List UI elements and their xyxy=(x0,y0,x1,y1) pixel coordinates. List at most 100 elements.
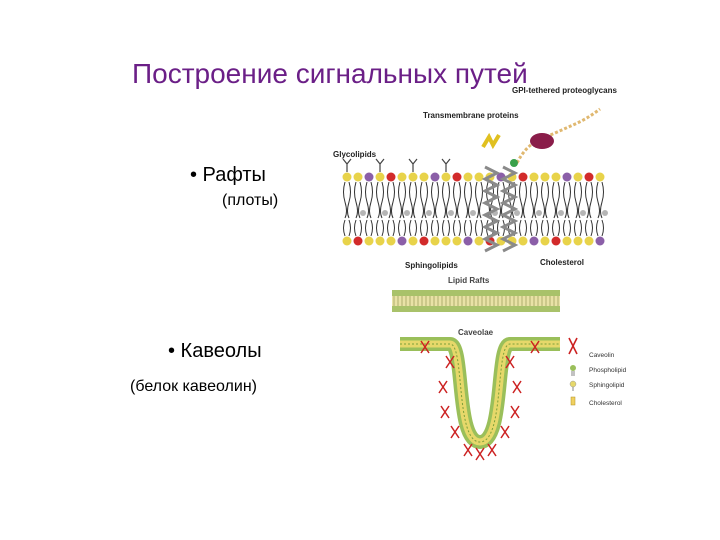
lipid-head xyxy=(353,172,363,182)
caveolin-icon xyxy=(568,337,578,355)
lipid-head xyxy=(562,172,572,182)
lipid-tail xyxy=(409,181,417,219)
lipid-head xyxy=(419,236,429,246)
lipid-tail xyxy=(519,181,527,219)
lipid-tail xyxy=(563,181,571,219)
legend-cholesterol: Cholesterol xyxy=(589,400,622,407)
lipid-head xyxy=(595,236,605,246)
bilayer-lipids xyxy=(342,158,608,246)
cholesterol-mark xyxy=(470,210,476,216)
cholesterol-mark xyxy=(580,210,586,216)
lipid-head xyxy=(419,172,429,182)
lipid-head xyxy=(386,236,396,246)
cholesterol-mark xyxy=(536,210,542,216)
lipid-head xyxy=(595,172,605,182)
cholesterol-mark xyxy=(448,210,454,216)
cholesterol-mark xyxy=(514,210,520,216)
caveolin-mark xyxy=(500,425,510,439)
lipid-head xyxy=(573,236,583,246)
lipid-head xyxy=(441,236,451,246)
lipid-head xyxy=(463,236,473,246)
lipid-head xyxy=(342,236,352,246)
lipid-raft-strip xyxy=(392,290,560,312)
caveolin-mark xyxy=(420,340,430,354)
lipid-head xyxy=(441,172,451,182)
lipid-head xyxy=(463,172,473,182)
lipid-tail xyxy=(398,219,406,237)
lipid-head xyxy=(375,172,385,182)
lipid-tail xyxy=(596,181,604,219)
legend-sphingolipid: Sphingolipid xyxy=(589,382,625,389)
phospholipid-icon xyxy=(570,365,576,376)
caveolin-mark xyxy=(445,355,455,369)
bullet-caveolae: • Кавеолы xyxy=(168,340,262,362)
lipid-head xyxy=(430,172,440,182)
lipid-tail xyxy=(398,181,406,219)
caveolin-mark xyxy=(438,380,448,394)
label-caveolae: Caveolae xyxy=(458,328,494,337)
gpi-proteoglycan xyxy=(510,107,601,167)
lipid-head xyxy=(474,236,484,246)
caveolin-mark xyxy=(530,340,540,354)
cholesterol-mark xyxy=(404,210,410,216)
lipid-tail xyxy=(376,181,384,219)
lipid-tail xyxy=(475,219,483,237)
slide-title: Построение сигнальных путей xyxy=(132,58,528,89)
lipid-head xyxy=(474,172,484,182)
lipid-head xyxy=(518,236,528,246)
lipid-head xyxy=(573,172,583,182)
sphingolipid-icon xyxy=(569,380,577,391)
lipid-tail xyxy=(420,181,428,219)
glycolipid-sugar xyxy=(408,158,418,172)
lipid-tail xyxy=(596,219,604,237)
lipid-head xyxy=(364,236,374,246)
cholesterol-mark xyxy=(382,210,388,216)
lipid-tail xyxy=(585,181,593,219)
lipid-head xyxy=(408,236,418,246)
caveolin-mark xyxy=(463,443,473,457)
lipid-tail xyxy=(387,181,395,219)
lipid-tail xyxy=(409,219,417,237)
raft-membrane-diagram: GPI-tethered proteoglycans Transmembrane… xyxy=(333,86,617,270)
bullet-caveolae-sub: (белок кавеолин) xyxy=(130,378,257,395)
caveolin-cluster xyxy=(420,340,540,461)
lipid-tail xyxy=(541,181,549,219)
lipid-tail xyxy=(497,181,505,219)
lipid-head xyxy=(342,172,352,182)
caveolin-mark xyxy=(510,405,520,419)
lipid-tail xyxy=(541,219,549,237)
caveolae-diagram xyxy=(400,337,560,461)
lipid-head xyxy=(584,172,594,182)
glycolipid-sugar xyxy=(375,158,385,172)
lipid-head xyxy=(353,236,363,246)
lipid-tail xyxy=(431,219,439,237)
lipid-head xyxy=(562,236,572,246)
lipid-tail xyxy=(552,181,560,219)
lipid-head xyxy=(529,236,539,246)
lipid-tail xyxy=(343,219,351,237)
caveolin-mark xyxy=(440,405,450,419)
bullet-rafts: • Рафты xyxy=(190,164,266,186)
label-sphingolipids: Sphingolipids xyxy=(405,261,458,270)
caveolin-mark xyxy=(512,380,522,394)
caveolae-legend: Caveolin Phospholipid Sphingolipid Chole… xyxy=(568,337,627,407)
label-lipid-rafts: Lipid Rafts xyxy=(448,276,490,285)
lipid-head xyxy=(364,172,374,182)
cholesterol-mark xyxy=(360,210,366,216)
glycolipid-sugar xyxy=(441,158,451,172)
lipid-tail xyxy=(552,219,560,237)
lipid-tail xyxy=(365,219,373,237)
lipid-tail xyxy=(442,219,450,237)
glycolipid-sugar xyxy=(342,158,352,172)
caveolin-mark xyxy=(475,447,485,461)
bullet-rafts-sub: (плоты) xyxy=(222,192,279,209)
lipid-tail xyxy=(431,181,439,219)
lipid-head xyxy=(452,236,462,246)
lipid-head xyxy=(540,236,550,246)
lipid-tail xyxy=(354,181,362,219)
label-cholesterol: Cholesterol xyxy=(540,258,584,267)
cholesterol-icon xyxy=(570,396,576,406)
cholesterol-mark xyxy=(558,210,564,216)
lipid-head xyxy=(540,172,550,182)
lipid-tail xyxy=(453,219,461,237)
